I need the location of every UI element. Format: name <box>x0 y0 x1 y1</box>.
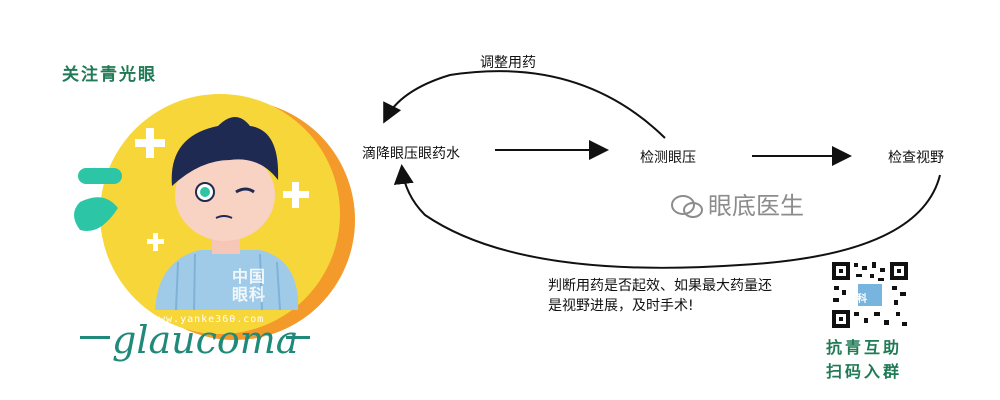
qr-code[interactable] <box>830 260 910 330</box>
qr-caption-line-1: 抗青互助 <box>826 338 903 357</box>
loop-bottom-line-1: 判断用药是否起效、如果最大药量还 <box>548 278 772 294</box>
dash-right <box>286 336 310 339</box>
badge-line-1: 中国 <box>232 267 267 286</box>
wechat-icon <box>671 195 703 218</box>
watermark-text: 眼底医生 <box>708 192 804 220</box>
qr-caption-line-2: 扫码入群 <box>826 362 903 381</box>
glaucoma-word: glaucoma <box>112 318 299 362</box>
loop-top-arrow <box>383 70 666 139</box>
qr-badge: 中科 <box>847 294 867 305</box>
glaucoma-illustration <box>74 94 355 340</box>
teal-dash <box>78 168 122 184</box>
watermark: 眼底医生 <box>670 186 804 221</box>
closed-eye <box>235 187 255 194</box>
loop-bottom-arrow <box>393 164 941 269</box>
website-text: www.yanke360.com <box>152 314 265 325</box>
node-measure-pressure: 检测眼压 <box>640 150 696 166</box>
dash-left <box>80 336 110 339</box>
node-visual-field: 检查视野 <box>888 150 944 166</box>
head <box>175 149 275 241</box>
loop-bottom-line-2: 是视野进展，及时手术! <box>548 298 694 314</box>
shirt-stripes <box>175 253 281 311</box>
badge-line-2: 眼科 <box>232 285 267 304</box>
teal-drop <box>74 197 118 232</box>
hair <box>171 117 279 186</box>
loop-top-label: 调整用药 <box>480 55 536 71</box>
qr-caption: 抗青互助 扫码入群 <box>826 336 902 384</box>
plus-icons <box>135 128 309 251</box>
mouth <box>215 215 233 219</box>
page-title: 关注青光眼 <box>62 65 157 85</box>
node-eye-drops: 滴降眼压眼药水 <box>362 146 460 162</box>
loop-bottom-label: 判断用药是否起效、如果最大药量还 是视野进展，及时手术! <box>548 276 828 316</box>
